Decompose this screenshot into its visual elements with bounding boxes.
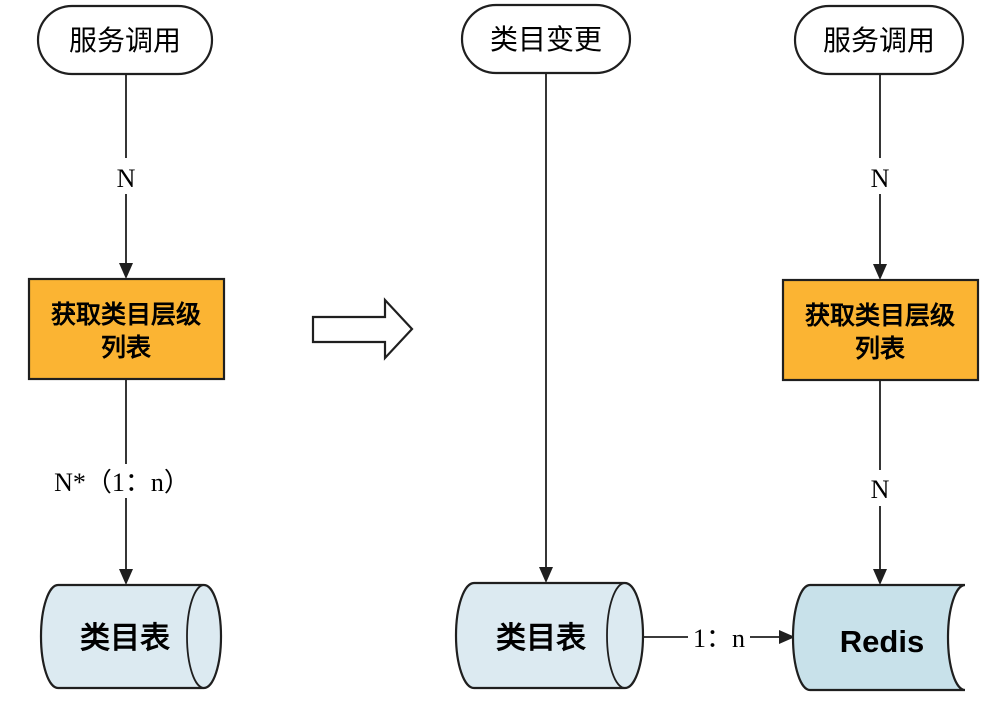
edge-label-right-n-top: N [871,164,890,193]
terminator-mid-label: 类目变更 [490,24,602,56]
datastore-left-label: 类目表 [80,622,170,655]
edge-label-mid-1n: 1：n [693,624,745,653]
datastore-redis [791,583,966,692]
process-right-label-line2: 列表 [855,335,906,363]
arrowhead-icon [873,569,887,585]
arrowhead-icon [119,263,133,279]
edge-label-left-n: N [117,164,136,193]
process-left-get-category-list [27,277,226,381]
arrowhead-icon [539,567,553,583]
terminator-right-label: 服务调用 [823,25,935,57]
label-mask [688,620,750,654]
process-left-label-line2: 列表 [101,334,152,362]
edge-label-right-n-bottom: N [871,475,890,504]
terminator-left-label: 服务调用 [69,25,181,57]
datastore-mid-cap-line [606,582,626,689]
label-mask [110,158,142,194]
edge-label-left-n1n: N*（1：n） [54,468,190,497]
arrowhead-icon [873,264,887,280]
label-mask [50,464,202,498]
datastore-redis-label: Redis [840,624,924,659]
process-left-label-line1: 获取类目层级 [51,300,201,329]
arrowhead-icon [779,630,795,644]
datastore-left-cap-line [186,584,205,689]
process-right-label-line1: 获取类目层级 [805,301,955,330]
terminator-right-service-call [793,4,965,76]
datastore-mid-label: 类目表 [496,622,586,655]
terminator-left-service-call [36,4,214,76]
arrowhead-icon [119,569,133,585]
label-mask [864,470,896,506]
label-mask [864,158,896,194]
process-right-get-category-list [781,278,980,382]
block-arrow-right-icon [311,297,414,361]
